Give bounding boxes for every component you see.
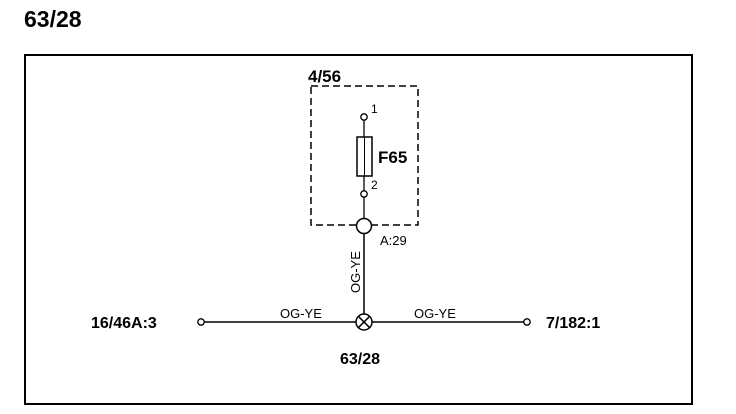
- page-title: 63/28: [24, 6, 82, 32]
- wire-right-color: OG-YE: [414, 306, 456, 321]
- connector-a29: [355, 217, 373, 235]
- wire-left-color: OG-YE: [280, 306, 322, 321]
- splice-label: 63/28: [340, 351, 380, 368]
- fuse-pin-1: [360, 113, 368, 121]
- connector-a29-label: A:29: [380, 233, 407, 248]
- terminal-left: [197, 318, 205, 326]
- diagram-frame: [24, 54, 693, 405]
- fuse-pin-2: [360, 190, 368, 198]
- terminal-right: [523, 318, 531, 326]
- fuse-label: F65: [378, 148, 407, 167]
- wire-vertical-color: OG-YE: [348, 251, 363, 293]
- terminal-left-label: 16/46A:3: [91, 315, 157, 332]
- component-box-label: 4/56: [308, 67, 341, 86]
- terminal-right-label: 7/182:1: [546, 315, 600, 332]
- splice-63-28: [355, 313, 373, 331]
- fuse-pin-1-label: 1: [371, 102, 378, 116]
- fuse-pin-2-label: 2: [371, 178, 378, 192]
